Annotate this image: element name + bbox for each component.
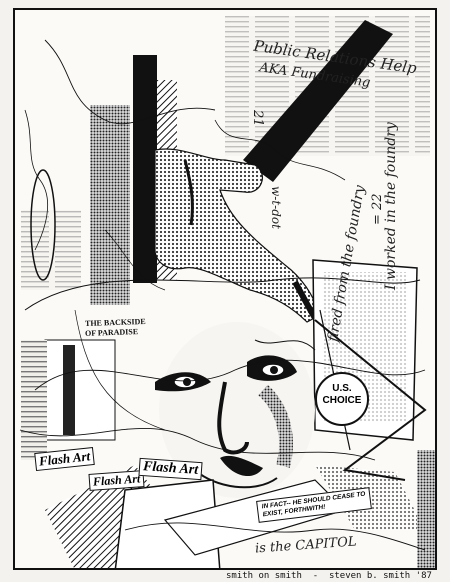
collage-artwork: Public Relations Help AKA Fundraising fi… [13,8,437,570]
handwriting-w-t-dot: w-t-dot [269,186,283,229]
us-choice-line2: CHOICE [322,395,362,406]
us-choice-line1: U.S. [332,383,352,394]
artwork-caption: smith on smith - steven b. smith '87 [226,571,432,581]
us-choice-badge: U.S. CHOICE [315,372,369,426]
handwriting-21: 21 [250,110,265,127]
handwriting-equals-22: = 22 [370,193,385,225]
collage-drawing [19,16,435,568]
clipping-backside-sub: OF PARADISE [84,327,139,338]
handwriting-worked-in-foundry: I worked in the foundry [383,122,399,290]
